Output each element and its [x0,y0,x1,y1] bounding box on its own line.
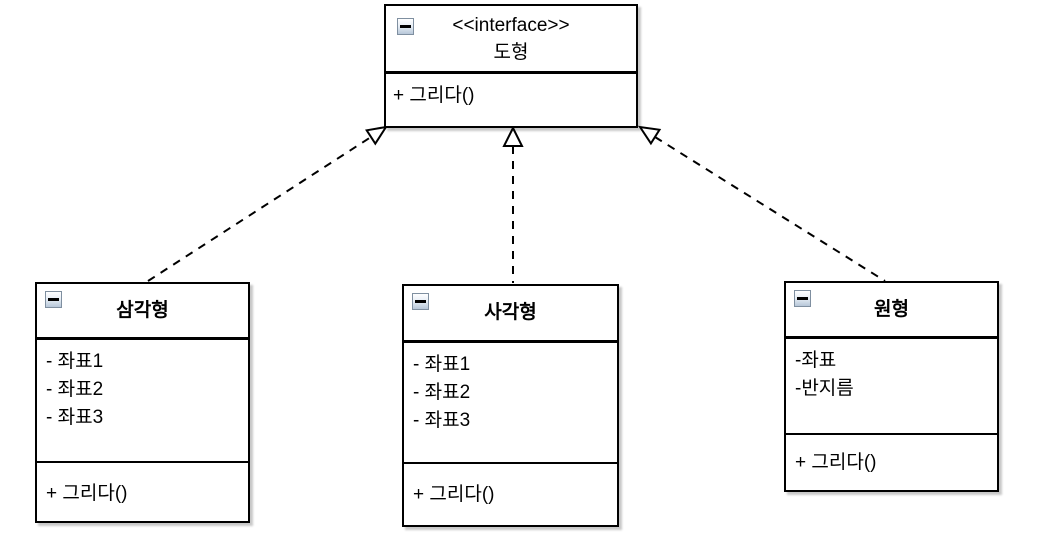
class-header: 원형 [786,283,997,336]
class-header: 삼각형 [37,284,248,337]
interface-box-shape[interactable]: <<interface>> 도형 + 그리다() [384,4,638,128]
class-name: 삼각형 [116,300,169,321]
attribute-item: - 좌표3 [46,407,104,428]
hollow-triangle-arrowhead [637,125,662,146]
minus-glyph [797,297,808,300]
method-item: + 그리다() [393,85,475,106]
attributes-compartment: - 좌표1 - 좌표2 - 좌표3 [37,337,248,461]
interface-methods-compartment: + 그리다() [386,71,636,126]
collapse-minus-icon[interactable] [794,290,811,307]
class-name: 원형 [874,299,909,320]
class-box-circle[interactable]: 원형 -좌표 -반지름 + 그리다() [784,281,999,492]
attribute-item: - 좌표2 [46,379,104,400]
attribute-item: - 좌표1 [413,354,471,375]
methods-compartment: + 그리다() [37,461,248,521]
class-box-rectangle[interactable]: 사각형 - 좌표1 - 좌표2 - 좌표3 + 그리다() [402,284,619,527]
collapse-minus-icon[interactable] [397,18,414,35]
attributes-compartment: - 좌표1 - 좌표2 - 좌표3 [404,340,617,462]
method-item: + 그리다() [795,452,877,473]
interface-header: <<interface>> 도형 [386,6,636,71]
methods-compartment: + 그리다() [786,433,997,490]
interface-name: 도형 [493,42,529,63]
realization-connector-circle[interactable] [637,125,886,282]
collapse-minus-icon[interactable] [412,293,429,310]
attribute-item: - 좌표2 [413,382,471,403]
method-item: + 그리다() [413,484,495,505]
methods-compartment: + 그리다() [404,462,617,525]
hollow-triangle-arrowhead [365,125,389,146]
minus-glyph [400,25,411,28]
realization-connector-triangle[interactable] [147,125,389,282]
attributes-compartment: -좌표 -반지름 [786,336,997,433]
method-item: + 그리다() [46,483,128,504]
realization-connector-rectangle[interactable] [502,125,524,283]
attribute-item: -반지름 [795,378,854,399]
attribute-item: -좌표 [795,350,837,371]
interface-stereotype: <<interface>> [452,15,570,36]
class-header: 사각형 [404,286,617,340]
attribute-item: - 좌표3 [413,410,471,431]
class-name: 사각형 [484,302,537,323]
minus-glyph [415,300,426,303]
class-box-triangle[interactable]: 삼각형 - 좌표1 - 좌표2 - 좌표3 + 그리다() [35,282,250,523]
attribute-item: - 좌표1 [46,351,104,372]
minus-glyph [48,298,59,301]
hollow-triangle-arrowhead [502,125,524,147]
collapse-minus-icon[interactable] [45,291,62,308]
